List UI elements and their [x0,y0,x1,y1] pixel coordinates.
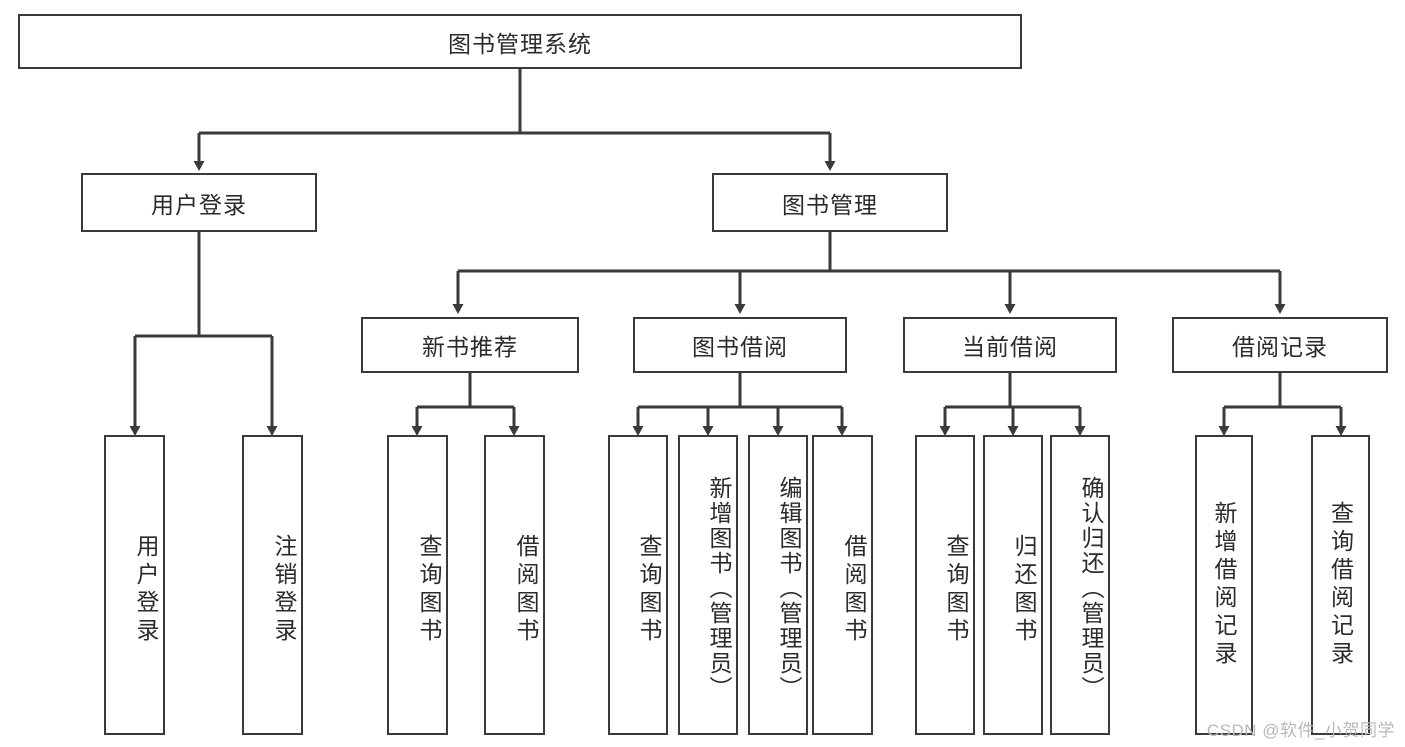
leaf-borrow-add-book-admin[interactable]: 新增图书（管理员） [678,435,738,735]
leaf-borrow-borrow-book[interactable]: 借阅图书 [812,435,873,735]
node-user-login[interactable]: 用户登录 [81,173,317,232]
leaf-record-add-record[interactable]: 新增借阅记录 [1195,435,1253,735]
node-book-borrow[interactable]: 图书借阅 [633,317,847,373]
leaf-user-login-login[interactable]: 用户登录 [104,435,165,735]
node-root-system[interactable]: 图书管理系统 [18,14,1022,69]
leaf-borrow-query-book[interactable]: 查询图书 [608,435,668,735]
leaf-borrow-edit-book-admin[interactable]: 编辑图书（管理员） [748,435,808,735]
leaf-user-login-logout[interactable]: 注销登录 [242,435,303,735]
node-current-borrow[interactable]: 当前借阅 [903,317,1117,373]
node-book-management[interactable]: 图书管理 [712,173,948,232]
leaf-recommend-borrow-book[interactable]: 借阅图书 [484,435,545,735]
csdn-watermark: CSDN @软件_小贺同学 [1206,721,1395,740]
leaf-recommend-query-book[interactable]: 查询图书 [387,435,448,735]
node-new-book-recommend[interactable]: 新书推荐 [361,317,579,373]
leaf-current-query-book[interactable]: 查询图书 [915,435,975,735]
leaf-current-return-book[interactable]: 归还图书 [983,435,1043,735]
leaf-record-query-record[interactable]: 查询借阅记录 [1311,435,1370,735]
leaf-current-confirm-return-admin[interactable]: 确认归还（管理员） [1050,435,1110,735]
node-borrow-record[interactable]: 借阅记录 [1172,317,1388,373]
